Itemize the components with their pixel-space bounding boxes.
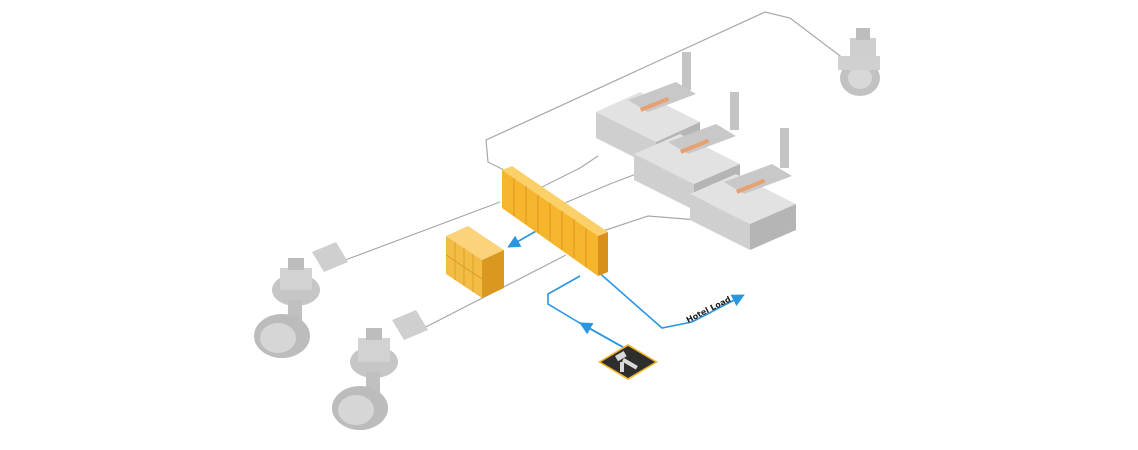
generator-set-3 [690,128,796,250]
hotel-load-label: Hotel Load [685,295,733,325]
tunnel-thruster [838,28,880,96]
plug-icon [615,351,638,372]
flow-hotel-load-arrow [595,269,745,329]
azimuth-thruster-1 [254,242,348,358]
battery-bank [445,226,504,298]
power-flow [507,225,745,351]
cable-generator-2 [559,173,637,206]
switchboard [502,166,608,276]
cable-generator-3 [599,215,699,233]
cable-thruster-1 [339,201,501,263]
shore-power-connection [598,344,658,380]
cable-tunnel-thruster [485,11,849,179]
azimuth-thruster-2 [332,310,428,430]
cable-generator-1 [539,155,599,189]
flow-shore-power-arrow [579,322,629,351]
flow-shore-feed-line [547,275,581,323]
